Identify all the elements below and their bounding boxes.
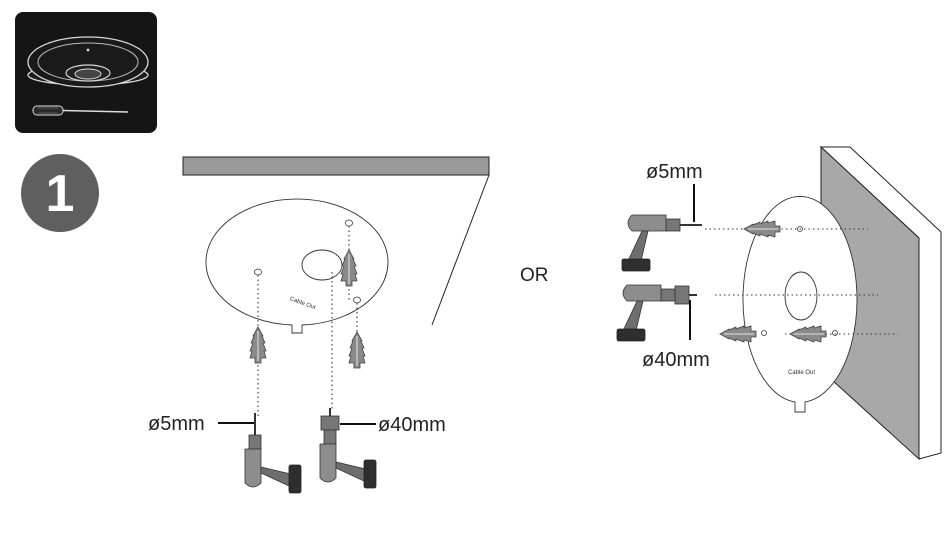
wall-template: Cable Out <box>742 196 858 413</box>
wall-anchor <box>743 220 781 238</box>
or-separator: OR <box>520 265 549 286</box>
tools-icon <box>15 12 157 133</box>
drill-small-label: ø5mm <box>148 413 205 435</box>
drill-icon <box>621 214 702 272</box>
screwdriver-icon <box>32 105 129 116</box>
drill-icon <box>244 413 302 494</box>
drill-large-label: ø40mm <box>378 414 446 436</box>
wall-template-label: Cable Out <box>788 370 815 376</box>
hole-saw-drill-icon <box>616 284 697 342</box>
camera-icon <box>27 36 149 88</box>
wall-anchor <box>719 325 757 343</box>
step-number: 1 <box>46 165 75 223</box>
ceiling-slab <box>182 156 490 326</box>
hole-saw-drill-icon <box>319 408 377 489</box>
wall-anchor <box>348 331 366 369</box>
wall-anchor <box>249 326 267 364</box>
ceiling-template: Cable Out <box>205 198 389 334</box>
wall-drill-large-label: ø40mm <box>642 349 710 371</box>
ceiling-mount-scene: Cable Out ø5mm ø40mm <box>148 156 490 494</box>
wall-drill-small-label: ø5mm <box>646 161 703 183</box>
wall-mount-scene: Cable Out ø5mm ø40mm <box>616 145 942 461</box>
step-badge: 1 <box>21 154 99 232</box>
